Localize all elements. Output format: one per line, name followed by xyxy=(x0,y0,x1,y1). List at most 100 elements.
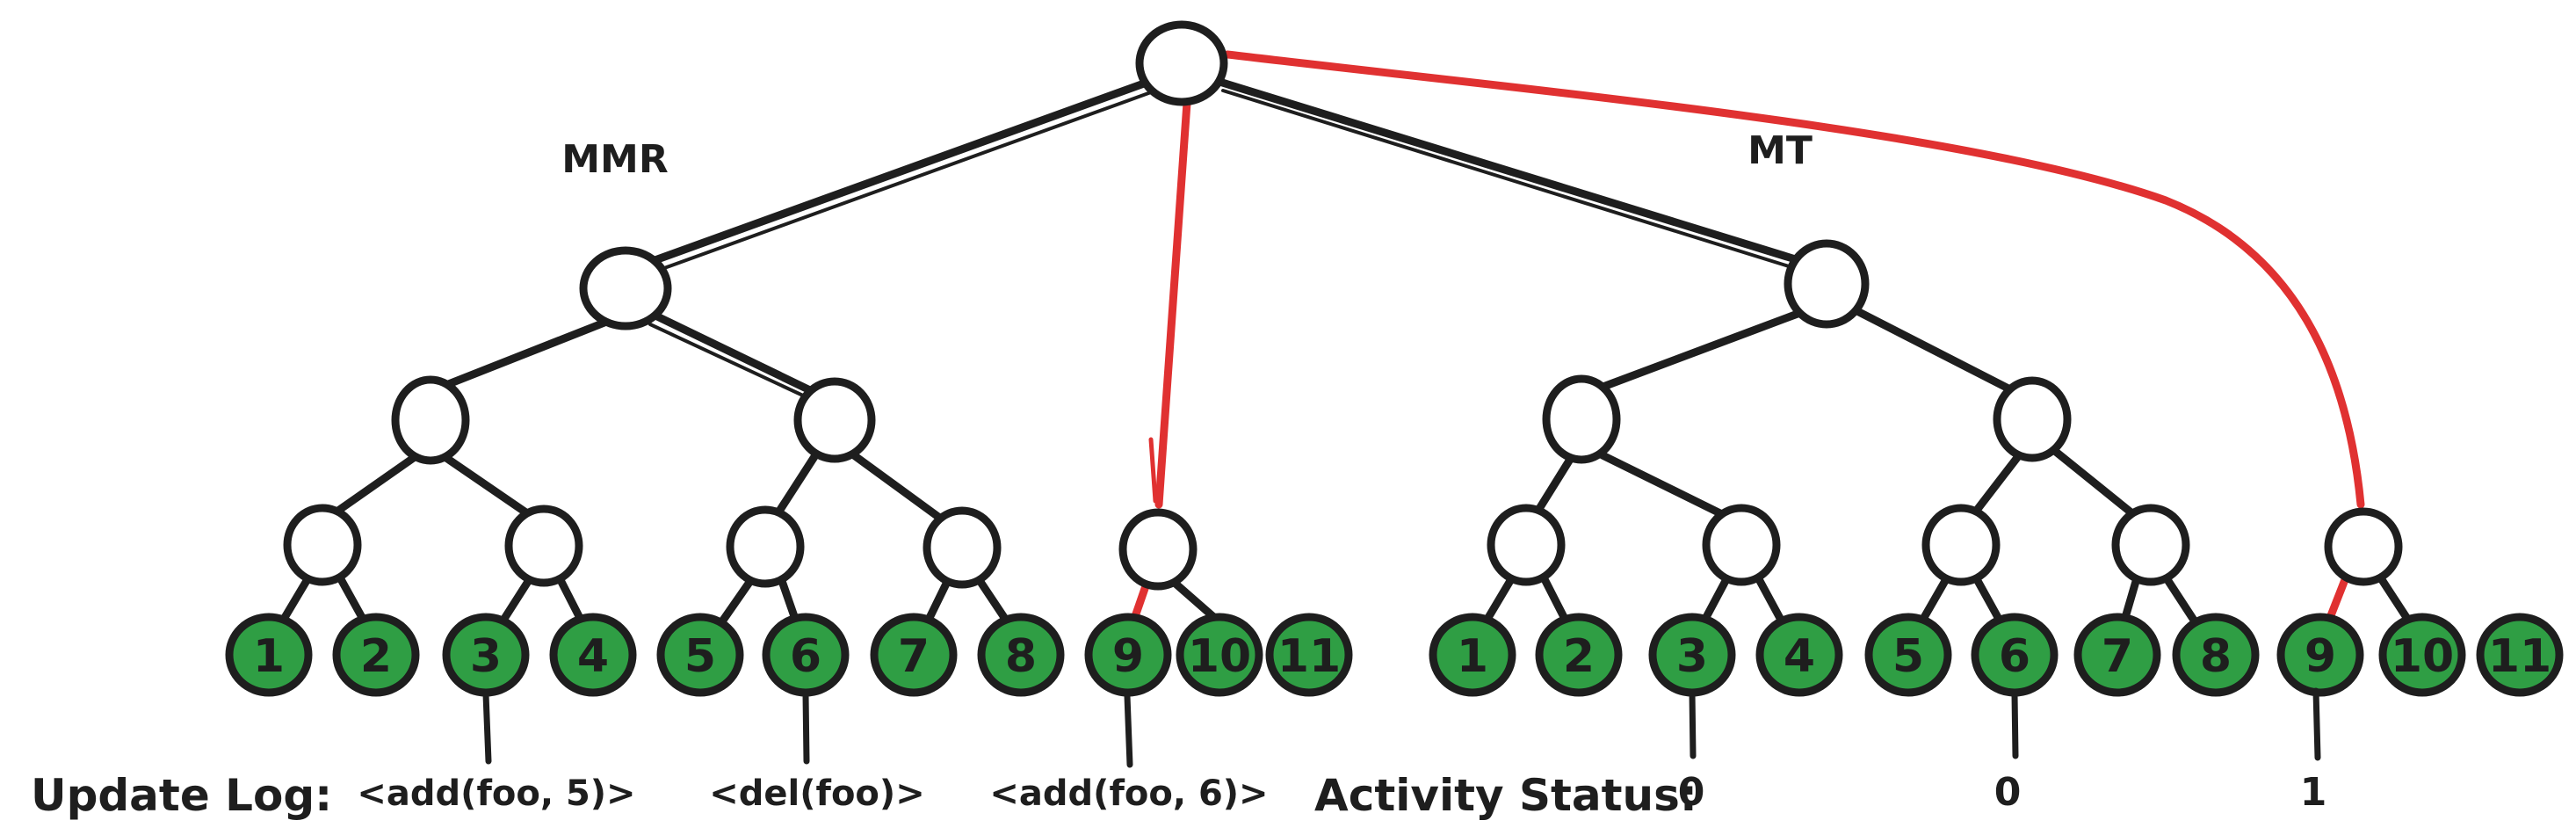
edge-mt-l4a-to-leaf1 xyxy=(1482,575,1516,625)
mt-leaf-1 xyxy=(1429,613,1516,697)
edge-mt-node910-to-leaf10 xyxy=(2377,574,2413,626)
mmr-l4d-node xyxy=(923,506,1002,589)
edge-mmr-l3a-to-l4b xyxy=(442,454,532,518)
mmr-leaf-3-label: 3 xyxy=(470,630,502,683)
mt-leaf-2 xyxy=(1535,613,1623,697)
edge-mmr-peak-to-l3a xyxy=(442,318,609,389)
edge-mt-root-to-l3a xyxy=(1596,309,1802,392)
red-link-root-to-mt-node910 xyxy=(1223,50,2365,509)
text-labels: MMR MT Update Log: <add(foo, 5)> <del(fo… xyxy=(31,128,2326,821)
mmr-leaf-1-label: 1 xyxy=(253,630,285,683)
edge-mmr-l4c-to-leaf5 xyxy=(718,577,755,626)
update-log-caption: Update Log: xyxy=(31,770,332,821)
mmr-leaf-8-label: 8 xyxy=(1005,630,1037,683)
edge-mt-root-to-l3b xyxy=(1851,306,2013,393)
edge-mmr-l4d-to-leaf8 xyxy=(976,577,1011,626)
tick-mmr-leaf9 xyxy=(1124,693,1133,768)
edge-mt-l3a-to-l4a xyxy=(1533,454,1575,516)
mt-leaf-4-label: 4 xyxy=(1784,630,1815,683)
mmr-l3b-node xyxy=(793,377,876,463)
edge-mt-l4c-to-leaf5 xyxy=(1918,575,1950,625)
mmr-leaf-10-label: 10 xyxy=(1188,630,1251,683)
edge-mt-l3a-to-l4b xyxy=(1598,451,1728,519)
edge-mmr-l4a-to-leaf1 xyxy=(279,575,312,625)
mmr-leaf-9-label: 9 xyxy=(1112,630,1144,683)
mmr-leaf-6-label: 6 xyxy=(790,630,821,683)
mt-l3b-node xyxy=(1993,376,2072,462)
mt-leaf-6-label: 6 xyxy=(1999,630,2030,683)
activity-status-caption: Activity Status: xyxy=(1314,770,1697,821)
mt-leaves: 1 2 3 4 5 6 7 8 9 10 11 xyxy=(1429,613,2564,697)
mt-leaf-10-label: 10 xyxy=(2391,630,2454,683)
mt-leaf-11 xyxy=(2476,613,2564,697)
callout-ticks xyxy=(482,687,2321,768)
mmr-leaf-7-label: 7 xyxy=(898,630,930,683)
edge-mmr-l3b-to-l4c xyxy=(774,451,820,517)
mmr-leaf-8 xyxy=(977,613,1065,697)
mt-leaf-7 xyxy=(2073,613,2161,697)
update-log-entry-2: <del(foo)> xyxy=(709,773,924,814)
mmr-leaf-2 xyxy=(332,613,420,697)
mmr-leaf-5-label: 5 xyxy=(684,630,716,683)
edge-mt-l4d-to-leaf7 xyxy=(2120,574,2141,625)
mmr-l4b-node xyxy=(504,505,583,587)
mt-leaf-10 xyxy=(2378,613,2466,697)
internal-nodes xyxy=(283,20,2403,591)
edge-mmr-l4b-to-leaf4 xyxy=(556,576,586,626)
tick-mmr-leaf3 xyxy=(482,691,492,765)
edge-mmr-l3b-to-l4d xyxy=(850,451,943,521)
mt-l4a-node xyxy=(1487,504,1566,586)
mt-leaf-9 xyxy=(2276,613,2364,697)
activity-status-value-2: 0 xyxy=(1994,770,2022,815)
edge-root-to-mmr-peak-echo xyxy=(662,91,1153,270)
edge-root-to-mt-root-echo xyxy=(1221,89,1791,268)
mmr-leaf-4 xyxy=(549,613,637,697)
mmr-leaves: 1 2 3 4 5 6 7 8 9 10 11 xyxy=(225,613,1353,697)
tick-mmr-leaf6 xyxy=(802,691,810,765)
mt-l4d-node xyxy=(2111,504,2190,586)
mmr-l4a-node xyxy=(283,504,362,586)
mmr-leaf-9 xyxy=(1084,613,1172,697)
mt-l3a-node xyxy=(1542,374,1621,464)
update-log-entry-1: <add(foo, 5)> xyxy=(357,773,635,814)
mmr-leaf-5 xyxy=(656,613,744,697)
tick-mt-leaf3 xyxy=(1689,689,1697,759)
mt-leaf-9-label: 9 xyxy=(2305,630,2336,683)
edge-mmr-l4a-to-leaf2 xyxy=(336,575,368,625)
edge-mt-l4d-to-leaf8 xyxy=(2162,574,2199,626)
root-node xyxy=(1135,20,1228,106)
red-link-root-to-mmr-peak2 xyxy=(1154,98,1191,509)
mmr-leaf-7 xyxy=(870,613,958,697)
mt-l4b-node xyxy=(1702,504,1781,586)
edge-mmr-l3a-to-l4a xyxy=(331,453,419,517)
mt-leaf-5-label: 5 xyxy=(1892,630,1924,683)
mt-leaf-4 xyxy=(1755,613,1843,697)
edge-mmr-peak-to-l3b xyxy=(653,312,814,395)
mmr-leaf-10 xyxy=(1176,613,1263,697)
mt-leaf-3-label: 3 xyxy=(1676,630,1708,683)
edge-mt-l3b-to-l4d xyxy=(2051,447,2138,519)
edge-mt-l4b-to-leaf4 xyxy=(1755,575,1786,626)
mt-root-node xyxy=(1784,239,1870,329)
edge-root-to-mmr-peak xyxy=(646,79,1148,266)
activity-status-value-1: 0 xyxy=(1678,770,1705,815)
mt-leaf-2-label: 2 xyxy=(1563,630,1595,683)
mt-leaf-8-label: 8 xyxy=(2200,630,2232,683)
mmr-peak-node xyxy=(579,246,672,330)
mmr-leaf-4-label: 4 xyxy=(577,630,609,683)
mmr-leaf-11 xyxy=(1265,613,1353,697)
mt-l4c-node xyxy=(1921,504,2001,586)
mt-tree-label: MT xyxy=(1747,128,1813,173)
edge-mmr-l4d-to-leaf7 xyxy=(923,577,952,626)
tick-mt-leaf9 xyxy=(2312,687,2321,761)
mt-leaf-5 xyxy=(1864,613,1952,697)
mmr-l3a-node xyxy=(391,375,470,465)
mmr-peak2-node xyxy=(1118,508,1198,591)
mmr-leaf-1 xyxy=(225,613,313,697)
mt-leaf-8 xyxy=(2172,613,2260,697)
mmr-leaf-11-label: 11 xyxy=(1277,630,1341,683)
mt-leaf-1-label: 1 xyxy=(1457,630,1488,683)
mt-leaf-7-label: 7 xyxy=(2102,630,2133,683)
